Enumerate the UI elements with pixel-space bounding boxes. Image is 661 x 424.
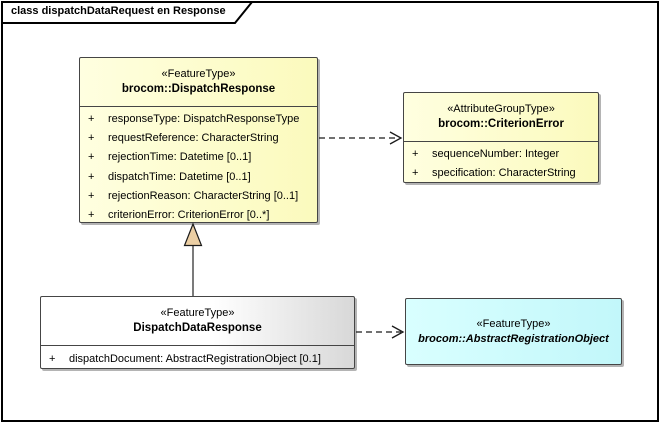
class-box-criterion-error: «AttributeGroupType» brocom::CriterionEr… — [403, 92, 599, 183]
attribute-text: dispatchDocument: AbstractRegistrationOb… — [69, 352, 321, 365]
attribute-text: sequenceNumber: Integer — [432, 147, 560, 160]
visibility-marker: + — [88, 189, 95, 202]
class-header: «FeatureType» DispatchDataResponse — [41, 297, 354, 345]
class-name: brocom::AbstractRegistrationObject — [418, 332, 609, 345]
attribute-row: + sequenceNumber: Integer — [404, 144, 598, 163]
class-box-abstract-registration-object: «FeatureType» brocom::AbstractRegistrati… — [405, 298, 622, 365]
visibility-marker: + — [88, 131, 95, 144]
attribute-text: requestReference: CharacterString — [108, 131, 279, 144]
visibility-marker: + — [88, 209, 95, 222]
attribute-row: + criterionError: CriterionError [0..*] — [80, 205, 317, 222]
attribute-text: responseType: DispatchResponseType — [108, 112, 300, 125]
attribute-row: + rejectionTime: Datetime [0..1] — [80, 148, 317, 167]
visibility-marker: + — [88, 151, 95, 164]
diagram-title: class dispatchDataRequest en Response — [11, 5, 226, 17]
visibility-marker: + — [88, 170, 95, 183]
stereotype-label: «FeatureType» — [161, 68, 236, 80]
class-name: DispatchDataResponse — [133, 322, 262, 334]
attribute-row: + dispatchTime: Datetime [0..1] — [80, 167, 317, 186]
attribute-row: + rejectionReason: CharacterString [0..1… — [80, 186, 317, 205]
stereotype-label: «AttributeGroupType» — [447, 103, 555, 115]
attribute-row: + responseType: DispatchResponseType — [80, 109, 317, 128]
attribute-text: criterionError: CriterionError [0..*] — [108, 209, 270, 222]
class-header: «FeatureType» brocom::AbstractRegistrati… — [406, 299, 621, 364]
attribute-text: rejectionTime: Datetime [0..1] — [108, 151, 252, 164]
stereotype-label: «FeatureType» — [160, 307, 235, 319]
class-box-dispatch-response: «FeatureType» brocom::DispatchResponse +… — [79, 57, 318, 223]
attribute-row: + specification: CharacterString — [404, 163, 598, 182]
attribute-row: + dispatchDocument: AbstractRegistration… — [41, 348, 354, 368]
class-header: «FeatureType» brocom::DispatchResponse — [80, 58, 317, 106]
attribute-row: + requestReference: CharacterString — [80, 128, 317, 147]
class-name: brocom::DispatchResponse — [121, 83, 276, 95]
class-name: brocom::CriterionError — [438, 118, 564, 130]
attribute-text: dispatchTime: Datetime [0..1] — [108, 170, 251, 183]
attribute-text: rejectionReason: CharacterString [0..1] — [108, 189, 299, 202]
attribute-compartment: + sequenceNumber: Integer + specificatio… — [404, 141, 598, 182]
attribute-text: specification: CharacterString — [432, 166, 576, 179]
visibility-marker: + — [412, 166, 419, 179]
class-box-dispatch-data-response: «FeatureType» DispatchDataResponse + dis… — [40, 296, 355, 369]
visibility-marker: + — [412, 147, 419, 160]
attribute-compartment: + dispatchDocument: AbstractRegistration… — [41, 345, 354, 368]
stereotype-label: «FeatureType» — [476, 317, 551, 330]
attribute-compartment: + responseType: DispatchResponseType + r… — [80, 106, 317, 222]
class-header: «AttributeGroupType» brocom::CriterionEr… — [404, 93, 598, 141]
visibility-marker: + — [88, 112, 95, 125]
visibility-marker: + — [49, 352, 56, 365]
